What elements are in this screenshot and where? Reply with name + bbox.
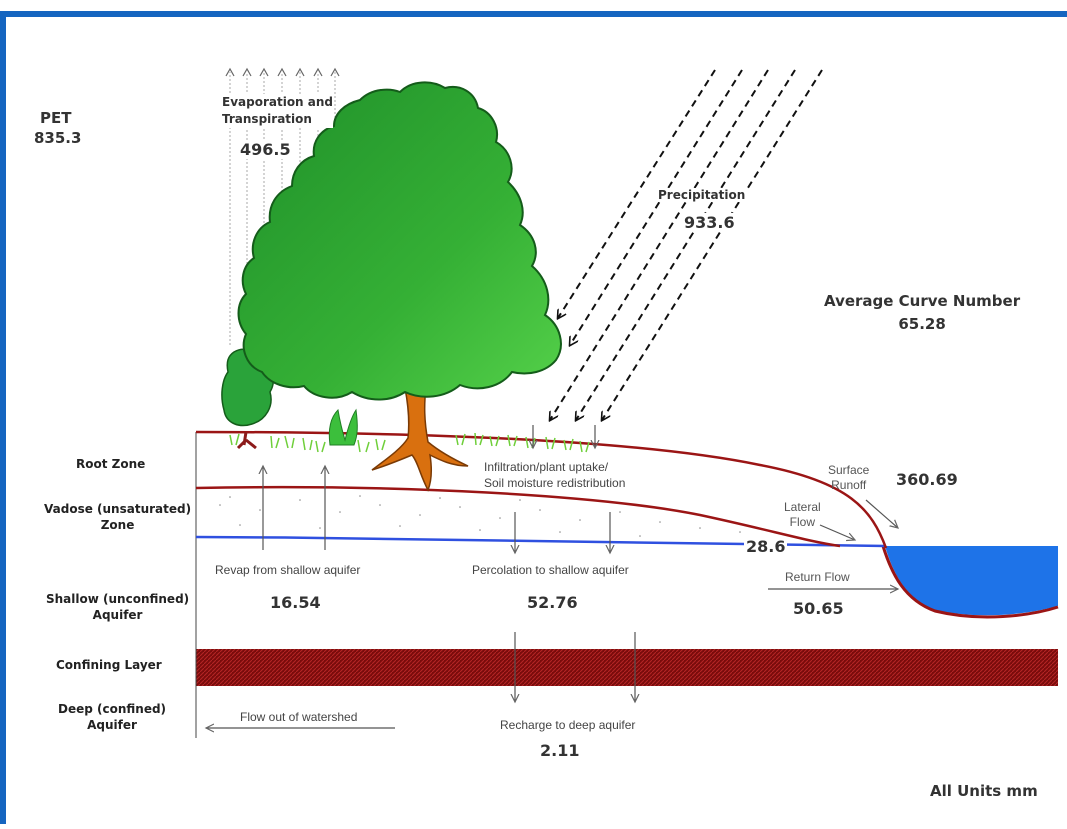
revap-value: 16.54: [270, 593, 321, 612]
surface-runoff-value: 360.69: [896, 470, 958, 489]
lateral-flow-label-line1: Lateral: [784, 500, 821, 514]
ground-surface-line: [195, 430, 888, 549]
confining-layer-label: Confining Layer: [56, 658, 162, 672]
surface-runoff-label-line2: Runoff: [831, 478, 867, 492]
deep-aquifer-label: Deep (confined) Aquifer: [58, 701, 166, 733]
curve-number-block: Average Curve Number 65.28: [824, 290, 1020, 335]
big-tree-canopy: [237, 81, 562, 401]
root-zone-bottom-line: [195, 485, 841, 548]
revap-label: Revap from shallow aquifer: [215, 563, 361, 577]
pet-block: PET 835.3: [34, 108, 81, 149]
shallow-aquifer-label-line1: Shallow (unconfined): [46, 592, 190, 606]
infiltration-label-line2: Soil moisture redistribution: [484, 476, 626, 491]
pet-value: 835.3: [34, 129, 82, 148]
infiltration-label-line1: Infiltration/plant uptake/: [484, 460, 609, 474]
recharge-value: 2.11: [540, 741, 580, 760]
return-flow-label: Return Flow: [785, 570, 850, 584]
evaporation-arrowheads: [225, 67, 340, 77]
deep-aquifer-label-line2: Aquifer: [87, 718, 137, 733]
curve-number-label: Average Curve Number: [824, 292, 1021, 310]
return-flow-value: 50.65: [793, 599, 844, 618]
recharge-arrows: [515, 632, 635, 702]
vadose-zone-label-line2: Zone: [100, 518, 135, 533]
deep-aquifer-label-line1: Deep (confined): [58, 702, 167, 716]
shallow-aquifer-label: Shallow (unconfined) Aquifer: [46, 591, 189, 623]
surface-runoff-arrow: [865, 499, 898, 528]
curve-number-value: 65.28: [898, 314, 946, 333]
pet-label: PET: [40, 109, 72, 127]
vadose-zone-label: Vadose (unsaturated) Zone: [44, 501, 191, 533]
vadose-zone-label-line1: Vadose (unsaturated): [44, 502, 192, 516]
evaporation-label-line2: Transpiration: [222, 111, 312, 126]
outflow-label: Flow out of watershed: [240, 710, 358, 724]
percolation-value: 52.76: [527, 593, 578, 612]
vadose-dots: [219, 495, 741, 537]
infiltration-arrows: [533, 425, 595, 448]
precipitation-value: 933.6: [682, 213, 737, 232]
percolation-arrows: [515, 512, 610, 553]
surface-runoff-label: Surface Runoff: [828, 463, 869, 493]
units-note: All Units mm: [930, 782, 1038, 800]
evaporation-label-line1: Evaporation and: [222, 95, 334, 109]
revap-arrows: [263, 466, 325, 550]
root-zone-label: Root Zone: [76, 457, 146, 471]
shallow-aquifer-label-line2: Aquifer: [92, 608, 143, 623]
stream-bed: [881, 545, 1059, 619]
frame-left-border: [0, 11, 6, 824]
small-plant: [328, 408, 358, 446]
infiltration-label: Infiltration/plant uptake/ Soil moisture…: [484, 459, 625, 491]
percolation-label: Percolation to shallow aquifer: [472, 563, 629, 577]
stream-water: [885, 546, 1058, 616]
lateral-flow-arrow: [819, 524, 855, 540]
lateral-flow-label: Lateral Flow: [784, 500, 821, 530]
surface-runoff-label-line1: Surface: [828, 463, 870, 477]
recharge-label: Recharge to deep aquifer: [500, 718, 636, 732]
evapotranspiration-label: Evaporation and Transpiration: [222, 94, 334, 128]
precipitation-arrows: [550, 69, 823, 420]
evapotranspiration-value: 496.5: [238, 140, 293, 159]
lateral-flow-label-line2: Flow: [789, 515, 816, 529]
precipitation-label: Precipitation: [656, 188, 748, 202]
big-tree-trunk: [371, 384, 469, 492]
frame-top-border: [0, 11, 1067, 17]
confining-layer: [196, 649, 1058, 686]
grass: [229, 432, 590, 453]
lateral-flow-value: 28.6: [744, 537, 788, 556]
